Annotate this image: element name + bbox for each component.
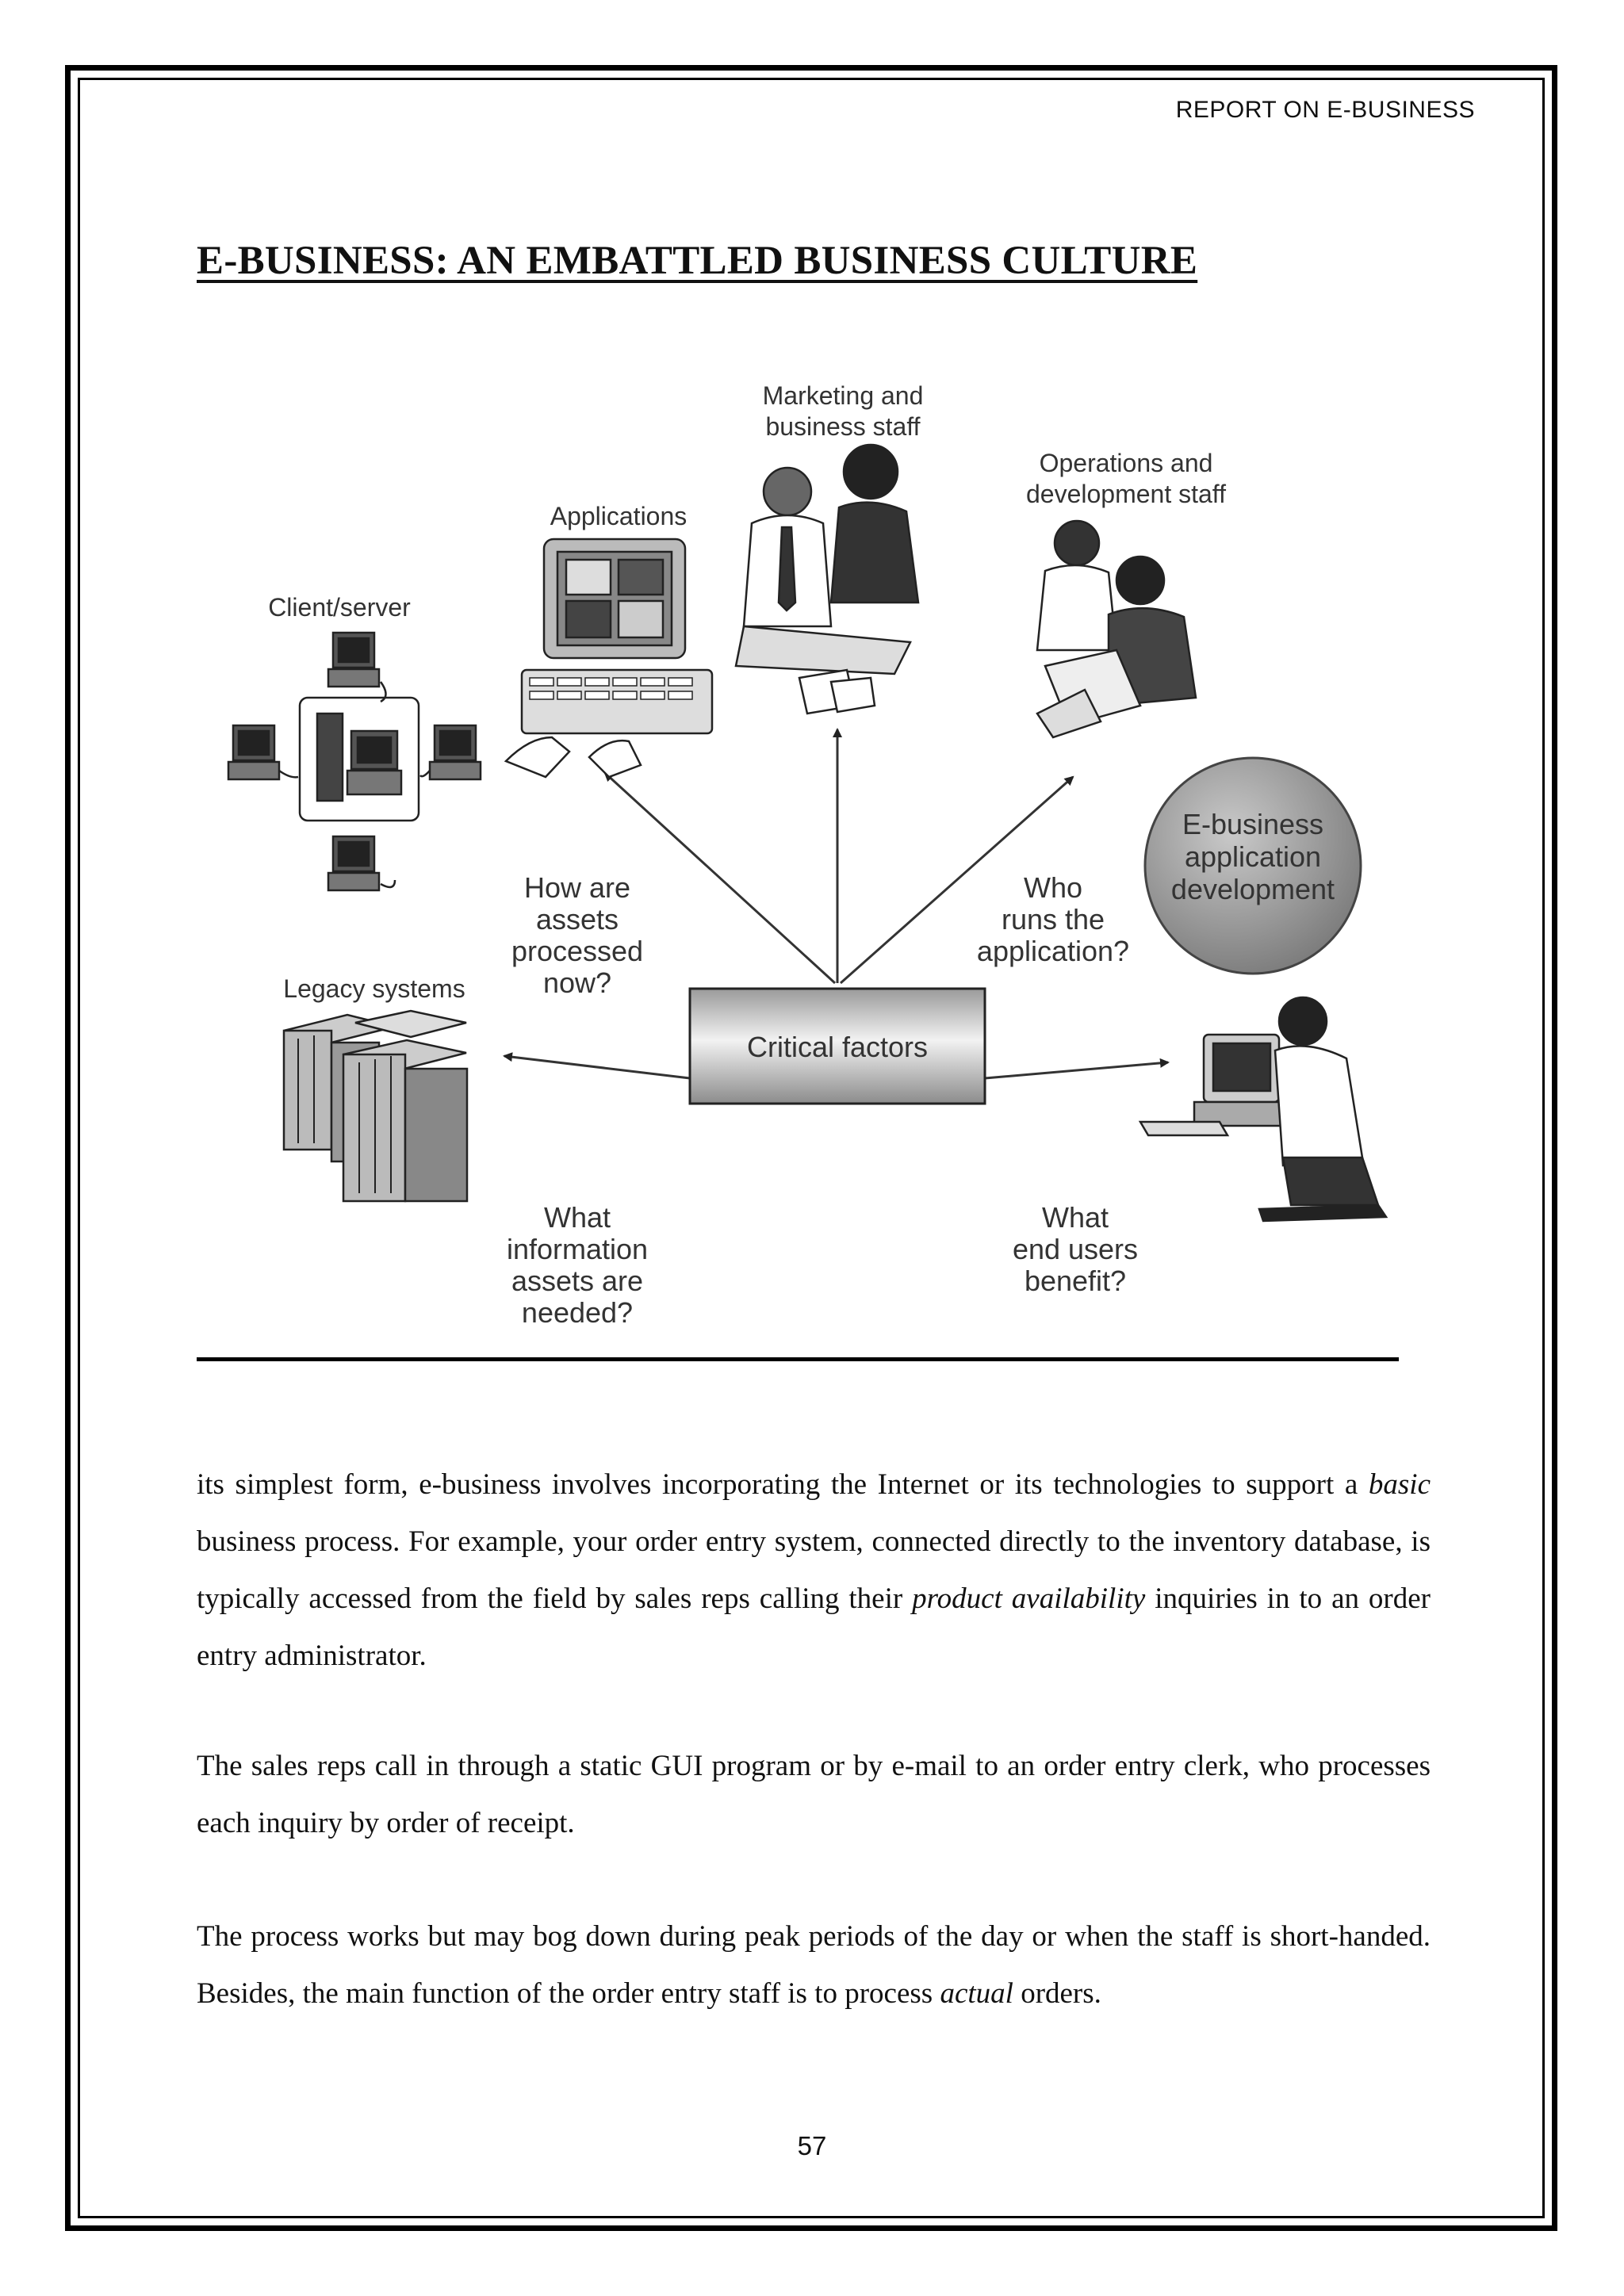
svg-text:runs the: runs the (1002, 903, 1105, 936)
operations-label-2: development staff (1026, 480, 1226, 508)
paragraph-2: The sales reps call in through a static … (197, 1738, 1431, 1852)
marketing-label-2: business staff (765, 412, 920, 441)
question-end-users: What end users benefit? (1013, 1201, 1138, 1297)
svg-text:information: information (507, 1233, 648, 1265)
legacy-label: Legacy systems (283, 974, 465, 1003)
page-title: E-BUSINESS: AN EMBATTLED BUSINESS CULTUR… (197, 238, 1197, 284)
paragraph-1: its simplest form, e-business involves i… (197, 1456, 1431, 1685)
critical-factors-box: Critical factors (690, 989, 985, 1104)
legacy-systems-illustration (284, 1011, 467, 1201)
operations-staff-illustration (1037, 521, 1196, 737)
svg-text:What: What (544, 1201, 611, 1234)
marketing-staff-illustration (736, 445, 918, 714)
svg-text:processed: processed (511, 935, 643, 967)
svg-text:application?: application? (977, 935, 1129, 967)
client-server-label: Client/server (268, 593, 411, 622)
running-header: REPORT ON E-BUSINESS (952, 97, 1475, 124)
svg-text:assets: assets (536, 903, 619, 936)
svg-text:How are: How are (524, 871, 630, 904)
arrow-to-end-user (985, 1062, 1168, 1078)
circle-label-3: development (1171, 873, 1335, 905)
end-user-illustration (1140, 997, 1386, 1221)
svg-text:needed?: needed? (522, 1296, 633, 1329)
critical-factors-label: Critical factors (747, 1031, 928, 1063)
question-assets-processed: How are assets processed now? (511, 871, 643, 999)
arrow-to-legacy (504, 1056, 690, 1078)
svg-text:end users: end users (1013, 1233, 1138, 1265)
ebusiness-circle: E-business application development (1145, 758, 1361, 974)
client-server-illustration (228, 633, 481, 890)
circle-label-2: application (1185, 840, 1321, 873)
applications-label: Applications (550, 502, 688, 530)
page-number: 57 (0, 2131, 1624, 2161)
svg-text:Who: Who (1024, 871, 1082, 904)
svg-text:What: What (1042, 1201, 1109, 1234)
marketing-label-1: Marketing and (763, 381, 924, 410)
circle-label-1: E-business (1182, 808, 1323, 840)
question-who-runs: Who runs the application? (977, 871, 1129, 967)
question-what-info: What information assets are needed? (507, 1201, 648, 1329)
svg-text:benefit?: benefit? (1025, 1265, 1126, 1297)
svg-text:assets are: assets are (511, 1265, 643, 1297)
operations-label-1: Operations and (1040, 449, 1213, 477)
critical-factors-diagram: Critical factors E-business application … (197, 365, 1402, 1348)
figure-divider (197, 1357, 1399, 1361)
paragraph-3: The process works but may bog down durin… (197, 1908, 1431, 2022)
svg-text:now?: now? (543, 966, 611, 999)
applications-computer (506, 539, 712, 777)
